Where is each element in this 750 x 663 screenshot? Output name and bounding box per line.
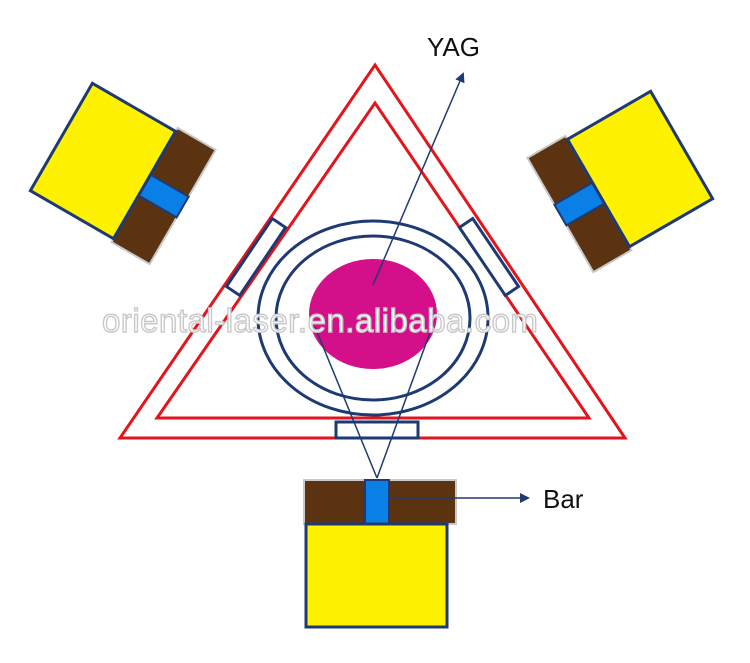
pump-body-bottom xyxy=(304,522,449,629)
yag-leader-arrow xyxy=(372,72,465,286)
pump-module-bottom xyxy=(303,479,457,629)
watermark-text: oriental-laser.en.alibaba.com xyxy=(102,302,538,339)
outer-reflector-triangle xyxy=(117,62,628,440)
pump-beam-right xyxy=(376,326,433,479)
bottom-window xyxy=(334,420,420,440)
pump-body-right xyxy=(565,89,715,249)
pump-body-left xyxy=(28,81,178,241)
yag-label: YAG xyxy=(427,32,480,62)
pump-module-right xyxy=(526,89,715,274)
yag-rod xyxy=(309,259,437,369)
pump-module-left xyxy=(28,81,217,266)
outer-flow-tube xyxy=(256,219,490,417)
pump-beam-left xyxy=(314,326,378,479)
right-window xyxy=(457,216,521,298)
inner-flow-tube xyxy=(274,234,472,402)
bar-label: Bar xyxy=(543,484,584,514)
left-window xyxy=(224,216,288,298)
diode-bar-bottom xyxy=(364,479,390,525)
